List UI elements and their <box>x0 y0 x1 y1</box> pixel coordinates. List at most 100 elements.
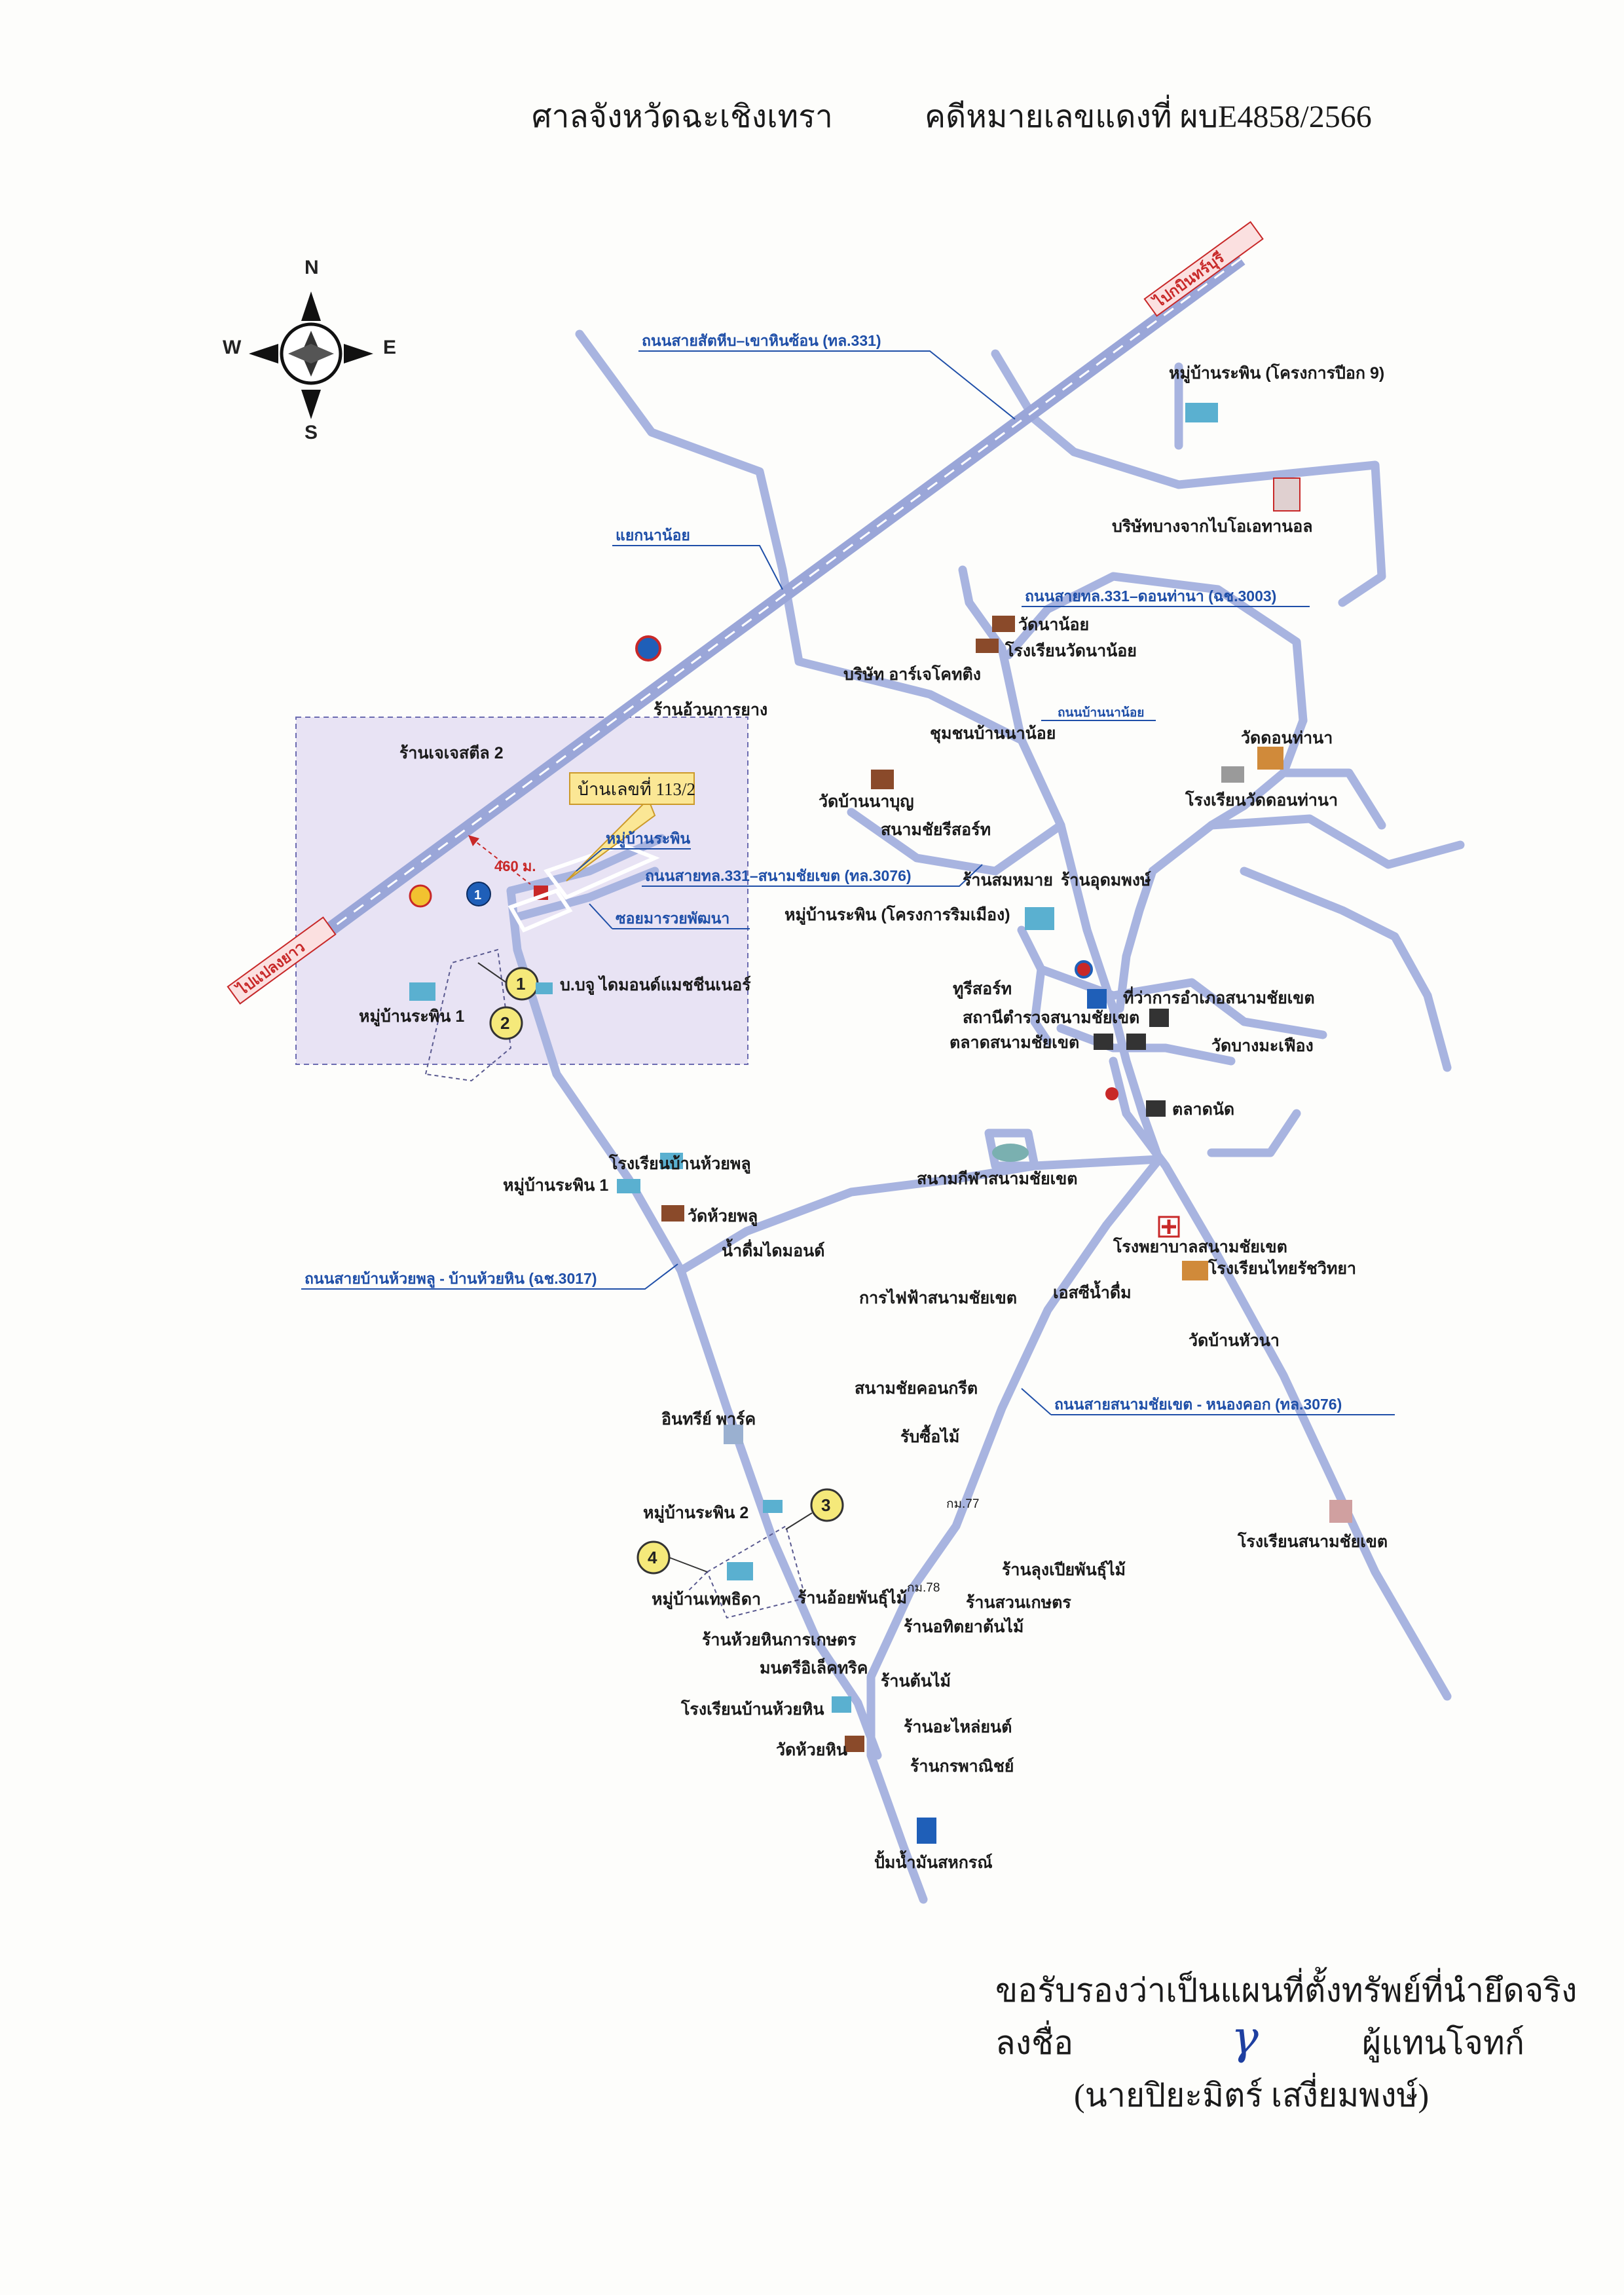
stadium-icon <box>992 1144 1029 1162</box>
label-subject-village: หมู่บ้านระพิน <box>606 830 690 848</box>
distance-label: 460 ม. <box>494 858 536 874</box>
factory-icon <box>1273 477 1301 512</box>
label-school-na-noi: โรงเรียนวัดนาน้อย <box>1005 641 1137 660</box>
temple-icon <box>845 1736 864 1752</box>
temple-icon <box>992 616 1015 632</box>
factory-icon <box>536 982 553 994</box>
police-icon <box>1075 960 1093 979</box>
svg-text:3: 3 <box>821 1495 830 1515</box>
label-rubber-shop: ร้านอ้วนการยาง <box>654 701 767 719</box>
road-network <box>506 329 1465 1904</box>
label-ton-mai: ร้านต้นไม้ <box>881 1671 951 1690</box>
label-wat-hua-na: วัดบ้านหัวนา <box>1189 1332 1280 1350</box>
label-road-3076a: ถนนสายทล.331–สนามชัยเขต (ทล.3076) <box>645 867 912 884</box>
highway-304 <box>231 253 1246 1005</box>
compass-east: E <box>383 337 396 358</box>
label-wat-don-tha-na: วัดดอนท่านา <box>1241 729 1333 747</box>
gas-station-icon <box>635 635 661 662</box>
market-icon <box>1094 1034 1113 1050</box>
market-icon <box>1146 1100 1166 1117</box>
label-suan-kaset: ร้านสวนเกษตร <box>966 1594 1071 1612</box>
road-nongkhok-2 <box>1207 1109 1301 1157</box>
label-somai-shop: ร้านสมหมาย <box>963 871 1053 889</box>
signer-name: (นายปิยะมิตร์ เสงี่ยมพงษ์) <box>1074 2077 1430 2114</box>
marker-3 <box>810 1488 844 1522</box>
temple-icon <box>1257 747 1283 770</box>
label-bio-ethanol: บริษัทบางจากไบโอเอทานอล <box>1112 516 1313 536</box>
house-number-label: บ้านเลขที่ 113/2 <box>578 777 695 799</box>
label-wat-bang-ma: วัดบางมะเฟือง <box>1211 1037 1314 1055</box>
label-talad-nat: ตลาดนัด <box>1172 1100 1234 1119</box>
village-icon <box>409 982 435 1001</box>
plaintiff-rep-label: ผู้แทนโจทก์ <box>1362 2024 1525 2061</box>
location-pin <box>466 882 491 906</box>
school-icon <box>1221 766 1244 783</box>
compass-rose: N S W E <box>223 257 396 443</box>
subject-property: บ้านเลขที่ 113/2 หมู่บ้านระพิน 460 ม. 1 <box>466 772 695 933</box>
label-tree-shop-1: ร้านลุงเปียพันธุ์ไม้ <box>1002 1559 1126 1580</box>
label-road-3076b: ถนนสายสนามชัยเขต - หนองคอก (ทล.3076) <box>1054 1396 1342 1413</box>
factory-icon <box>724 1425 743 1444</box>
label-rj-coating: บริษัท อาร์เจโคทติง <box>843 664 981 684</box>
district-office-icon <box>1087 989 1107 1009</box>
label-intree: อินทรีย์ พาร์ค <box>661 1409 756 1428</box>
highway-label-ne: ไปกบินทร์บุรี <box>1143 221 1264 317</box>
label-hospital: โรงพยาบาลสนามชัยเขต <box>1113 1237 1287 1256</box>
road-3017 <box>676 1155 1164 1275</box>
label-moo-raphin-rim: หมู่บ้านระพิน (โครงการริมเมือง) <box>784 905 1010 925</box>
road-3003-east <box>1004 572 1308 725</box>
label-diamond-machinery: บ.บจู ไดมอนด์แมชชีนเนอร์ <box>560 975 751 996</box>
compass-north: N <box>304 257 319 278</box>
label-electricity: การไฟฟ้าสนามชัยเขต <box>859 1288 1017 1307</box>
court-name: ศาลจังหวัดฉะเชิงเทรา <box>532 100 833 134</box>
road-soi-2 <box>513 867 659 922</box>
label-road-3017: ถนนสายบ้านห้วยพลู - บ้านห้วยหิน (ฉช.3017… <box>304 1270 597 1288</box>
label-school-huai-hin: โรงเรียนบ้านห้วยหิน <box>680 1699 824 1719</box>
school-icon <box>1329 1500 1352 1523</box>
shell-station-icon <box>409 884 432 908</box>
svg-text:1: 1 <box>516 974 525 994</box>
village-icon <box>727 1562 753 1580</box>
road-town-2 <box>1030 965 1052 1046</box>
fuel-pump-icon <box>917 1818 936 1844</box>
case-number: คดีหมายเลขแดงที่ ผบE4858/2566 <box>925 100 1372 134</box>
label-road-331: ถนนสายสัตหีบ–เขาหินซ้อน (ทล.331) <box>642 332 881 349</box>
label-tourist: ทูรีสอร์ท <box>953 979 1012 999</box>
temple-icon <box>1182 1261 1208 1280</box>
village-icon <box>617 1179 640 1193</box>
label-spare: ร้านอะไหล่ยนต์ <box>904 1717 1012 1736</box>
label-school-don-tha-na: โรงเรียนวัดดอนท่านา <box>1185 790 1338 810</box>
label-district-office: ที่ว่าการอำเภอสนามชัยเขต <box>1123 986 1315 1007</box>
bank-icon <box>1126 1034 1146 1050</box>
road-3076b <box>1109 1056 1452 1701</box>
place-labels: หมู่บ้านระพิน (โครงการปีอก 9) บริษัทบางจ… <box>359 363 1388 1872</box>
label-ban-na-noi-road: ถนนบ้านนาน้อย <box>1058 705 1144 720</box>
road-town <box>1017 925 1327 1039</box>
label-udom-shop: ร้านอุดมพงษ์ <box>1061 870 1151 891</box>
label-plant-shop: ร้านอ้อยพันธุ์ไม้ <box>798 1588 907 1609</box>
label-yaek-na-noi: แยกนาน้อย <box>616 527 690 544</box>
school-icon <box>660 1153 683 1169</box>
certify-text: ขอรับรองว่าเป็นแผนที่ตั้งทรัพย์ที่นำยึดจ… <box>995 1972 1578 2009</box>
label-jj-steel: ร้านเจเจสตีล 2 <box>399 744 504 762</box>
numbered-markers: 1 2 3 4 <box>477 962 844 1575</box>
svg-text:1: 1 <box>474 888 481 903</box>
road-east-loop <box>1207 814 1465 869</box>
label-huai-hin-kaset: ร้านห้วยหินการเกษตร <box>702 1631 857 1649</box>
label-km78: กม.78 <box>907 1581 940 1595</box>
village-icon <box>1025 907 1054 930</box>
flag-icon <box>1105 1087 1118 1100</box>
label-wat-na-noi: วัดนาน้อย <box>1018 616 1089 634</box>
label-wat-huai-hin: วัดห้วยหิน <box>776 1741 847 1759</box>
road-labels: ถนนสายสัตหีบ–เขาหินซ้อน (ทล.331) แยกนาน้… <box>301 332 1395 1415</box>
label-moo-raphin-1b: หมู่บ้านระพิน 1 <box>503 1176 608 1196</box>
road-south <box>866 1155 1164 1904</box>
label-moo-raphin-2: หมู่บ้านระพิน 2 <box>643 1504 748 1523</box>
village-icon <box>1185 403 1218 422</box>
temple-icon <box>871 770 894 789</box>
svg-text:4: 4 <box>648 1548 657 1567</box>
signature-mark: γ <box>1231 2011 1259 2064</box>
label-km77: กม.77 <box>946 1497 979 1511</box>
map-icons <box>409 403 1352 1844</box>
